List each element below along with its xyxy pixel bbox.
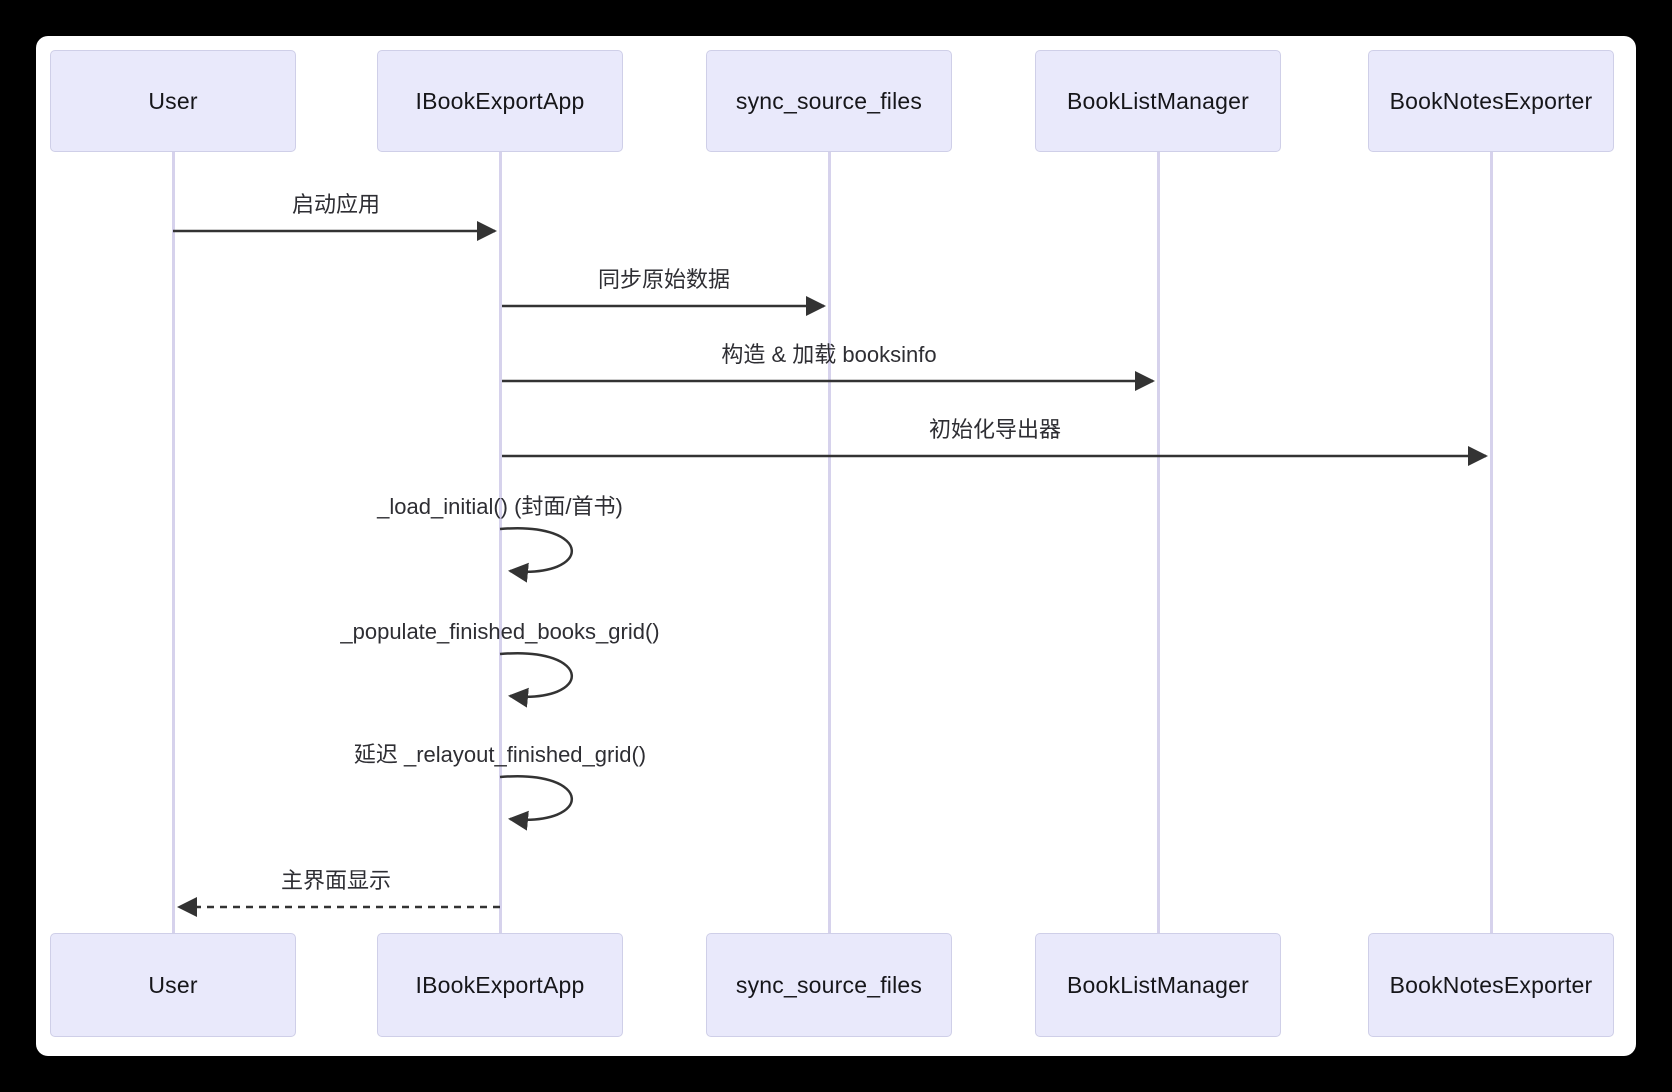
participant-label: IBookExportApp bbox=[415, 971, 585, 998]
participant-bottom-booknotesexporter: BookNotesExporter bbox=[1368, 933, 1614, 1037]
participant-bottom-ibookexportapp: IBookExportApp bbox=[377, 933, 623, 1037]
message-label-relayout-grid: 延迟 _relayout_finished_grid() bbox=[353, 742, 647, 767]
message-label-main-ui-shown: 主界面显示 bbox=[280, 868, 392, 893]
participant-top-booknotesexporter: BookNotesExporter bbox=[1368, 50, 1614, 152]
self-loop-load-initial bbox=[499, 526, 573, 583]
participant-label: User bbox=[148, 971, 198, 998]
participant-top-booklistmanager: BookListManager bbox=[1035, 50, 1281, 152]
self-loop-populate-grid bbox=[499, 651, 573, 708]
lifeline-ibookexportapp bbox=[498, 152, 502, 933]
participant-label: BookNotesExporter bbox=[1389, 971, 1593, 998]
participant-bottom-booklistmanager: BookListManager bbox=[1035, 933, 1281, 1037]
participant-bottom-sync-source-files: sync_source_files bbox=[706, 933, 952, 1037]
participant-label: sync_source_files bbox=[735, 87, 923, 114]
message-label-load-initial: _load_initial() (封面/首书) bbox=[377, 494, 623, 519]
message-label-sync-source-data: 同步原始数据 bbox=[597, 267, 731, 292]
participant-label: sync_source_files bbox=[735, 971, 923, 998]
participant-label: BookListManager bbox=[1067, 87, 1249, 114]
participant-label: IBookExportApp bbox=[415, 87, 585, 114]
participant-top-user: User bbox=[50, 50, 296, 152]
message-label-load-booksinfo: 构造 & 加载 booksinfo bbox=[721, 342, 937, 367]
lifeline-booknotesexporter bbox=[1489, 152, 1493, 933]
self-loop-relayout-grid bbox=[499, 774, 573, 831]
participant-bottom-user: User bbox=[50, 933, 296, 1037]
message-label-populate-grid: _populate_finished_books_grid() bbox=[340, 619, 660, 644]
participant-top-sync-source-files: sync_source_files bbox=[706, 50, 952, 152]
sequence-diagram-canvas: User IBookExportApp sync_source_files Bo… bbox=[36, 36, 1636, 1056]
lifeline-sync-source-files bbox=[827, 152, 831, 933]
message-label-init-exporter: 初始化导出器 bbox=[928, 417, 1062, 442]
participant-label: BookListManager bbox=[1067, 971, 1249, 998]
participant-top-ibookexportapp: IBookExportApp bbox=[377, 50, 623, 152]
participant-label: BookNotesExporter bbox=[1389, 87, 1593, 114]
message-label-start-app: 启动应用 bbox=[291, 192, 381, 217]
lifeline-user bbox=[171, 152, 175, 933]
lifeline-booklistmanager bbox=[1156, 152, 1160, 933]
participant-label: User bbox=[148, 87, 198, 114]
arrows-layer bbox=[173, 221, 1488, 917]
